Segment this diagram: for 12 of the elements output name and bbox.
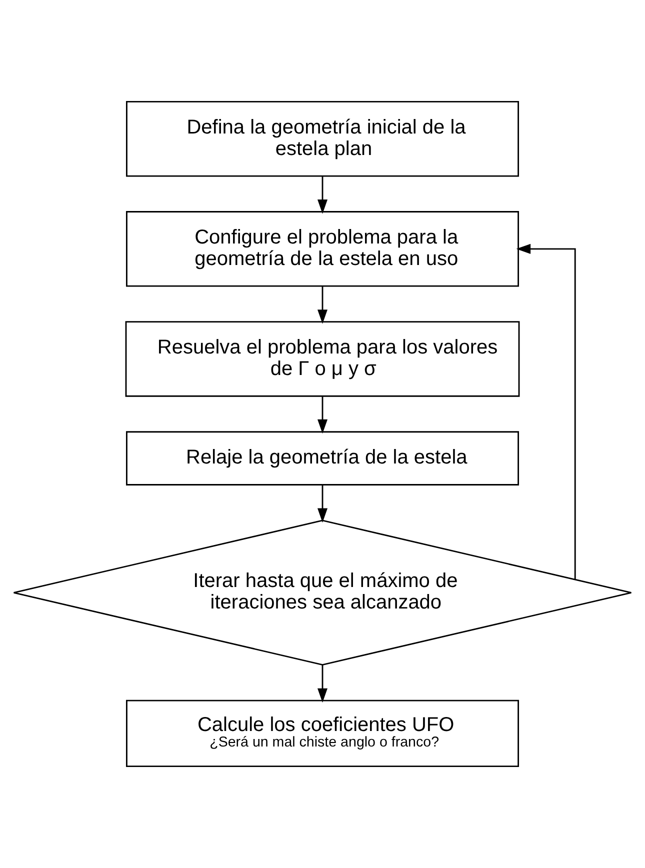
arrow bbox=[318, 176, 328, 214]
arrow bbox=[516, 244, 576, 580]
arrow bbox=[318, 396, 328, 434]
node-box: Calcule los coeficientes UFO ¿Será un mal chiste anglo o franco? bbox=[126, 700, 519, 767]
node-box: Resuelva el problema para los valores de Γ o μ y σ bbox=[125, 321, 520, 397]
arrow bbox=[318, 286, 328, 324]
arrow bbox=[318, 484, 328, 523]
node-box: Configure el problema para la geometría de la estela en uso bbox=[126, 211, 519, 287]
node-box: Relaje la geometría de la estela bbox=[126, 431, 519, 486]
node-diamond: Iterar hasta que el máximo de iteraciones sea alcanzado bbox=[13, 520, 632, 666]
arrow bbox=[318, 665, 328, 703]
node-box: Defina la geometría inicial de la estela plan bbox=[126, 101, 519, 177]
